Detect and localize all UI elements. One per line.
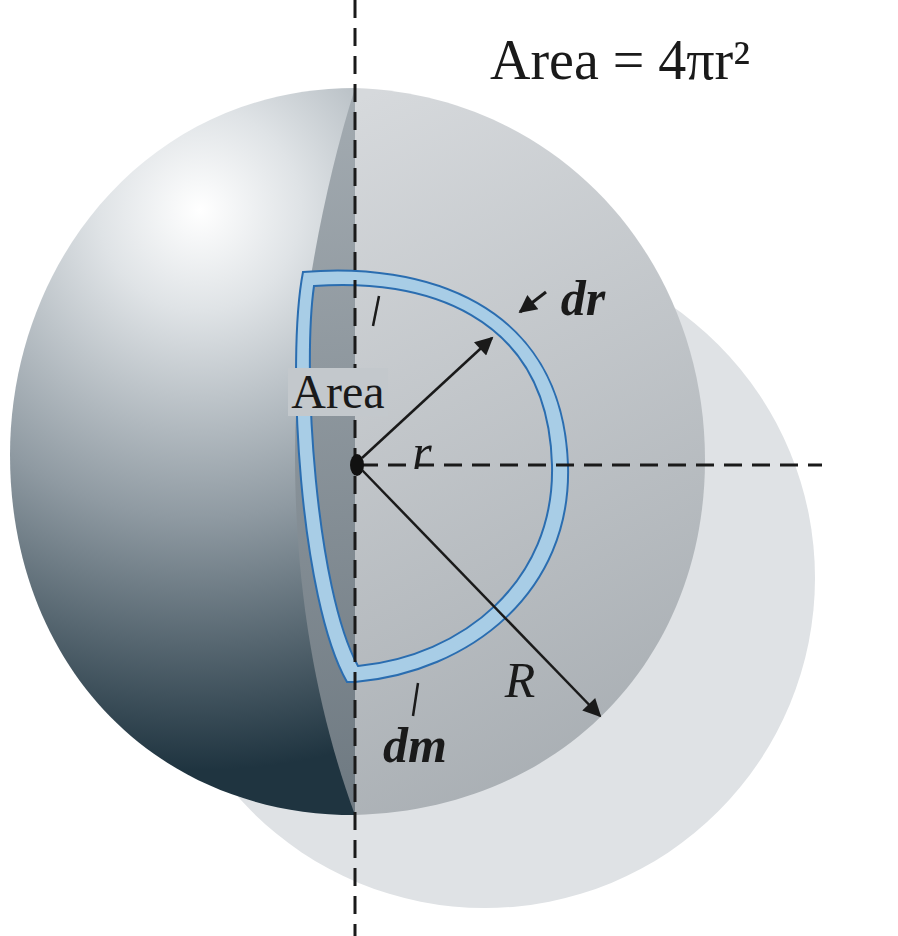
dm-leader — [413, 683, 418, 716]
area-label: Area — [288, 368, 387, 416]
dm-label: dm — [383, 720, 447, 770]
cut-face — [355, 88, 705, 815]
r-label: r — [412, 427, 431, 477]
R-label: R — [505, 655, 536, 705]
formula-label: Area = 4πr² — [490, 32, 750, 88]
spherical-shell — [296, 271, 568, 682]
area-leader — [373, 296, 379, 326]
dr-label: dr — [561, 273, 605, 323]
radius-R-arrow — [362, 470, 600, 716]
dr-arrow — [520, 292, 546, 312]
